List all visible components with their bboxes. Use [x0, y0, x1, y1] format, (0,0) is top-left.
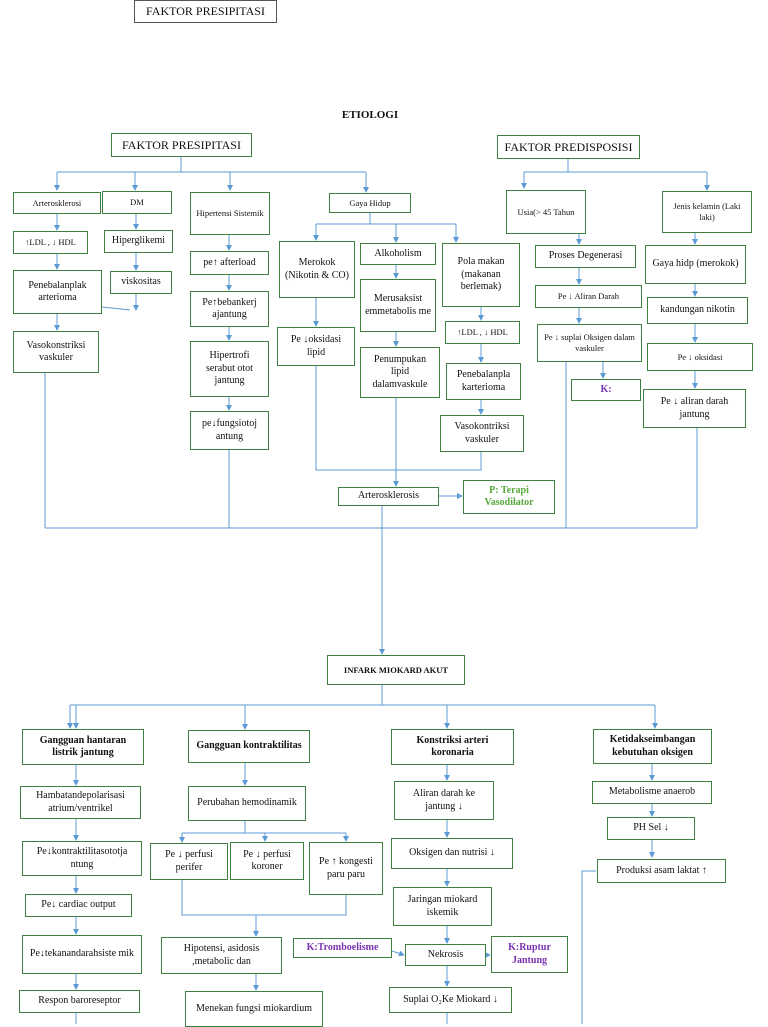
node-hipertensi: Hipertensi Sistemik	[190, 192, 270, 235]
node-gangguan-kontraktilitas: Gangguan kontraktilitas	[188, 730, 310, 763]
node-metabolisme-anaerob: Metabolisme anaerob	[592, 781, 712, 804]
node-terapi-vasodilator: P: Terapi Vasodilator	[463, 480, 555, 514]
node-aliran-darah-jantung: Aliran darah ke jantung ↓	[394, 781, 494, 820]
node-ruptur-jantung: K:Ruptur Jantung	[491, 936, 568, 973]
node-proses-degenerasi: Proses Degenerasi	[535, 245, 636, 268]
node-suplai-oksigen: Pe ↓ suplai Oksigen dalam vaskuler	[537, 324, 642, 362]
node-respon-baroreseptor: Respon baroreseptor	[19, 990, 140, 1013]
node-komplikasi-1: K:	[571, 379, 641, 401]
node-oksidasi-2: Pe ↓ oksidasi	[647, 343, 753, 371]
node-pola-makan: Pola makan (makanan berlemak)	[442, 243, 520, 307]
node-penebalan-1: Penebalanplak arterioma	[13, 270, 102, 314]
node-suplai-o2: Suplai O₂Ke Miokard ↓	[389, 987, 512, 1013]
node-tekanan-darah: Pe↓tekanandarahsiste mik	[22, 935, 142, 974]
etiologi-title: ETIOLOGI	[341, 109, 399, 121]
node-perubahan-hemodinamik: Perubahan hemodinamik	[188, 786, 306, 821]
top-label: FAKTOR PRESIPITASI	[134, 0, 277, 23]
node-jenis-kelamin: Jenis kelamin (Laki laki)	[662, 191, 752, 233]
node-fungsi-otot: pe↓fungsiotoj antung	[190, 411, 269, 450]
node-arterosklerosis: Arterosklerosis	[338, 487, 439, 506]
node-oksidasi-lipid: Pe ↓oksidasi lipid	[277, 327, 355, 366]
node-perfusi-koroner: Pe ↓ perfusi koroner	[230, 842, 304, 880]
node-faktor-predisposisi: FAKTOR PREDISPOSISI	[497, 135, 640, 159]
node-penumpukan-lipid: Penumpukan lipid dalamvaskule	[360, 347, 440, 398]
node-kontraktilitas-otot: Pe↓kontraktilitasototja ntung	[22, 841, 142, 876]
node-gaya-hidup-merokok: Gaya hidp (merokok)	[645, 245, 746, 284]
node-ldl-1: ↑LDL , ↓ HDL	[13, 231, 88, 254]
node-oksigen-nutrisi: Oksigen dan nutrisi ↓	[391, 838, 513, 869]
node-vasokonstriksi-1: Vasokonstriksi vaskuler	[13, 331, 99, 373]
node-ph-sel: PH Sel ↓	[607, 817, 695, 840]
node-usia: Usia(> 45 Tahun	[506, 190, 586, 234]
node-hipotensi-asidosis: Hipotensi, asidosis ,metabolic dan	[161, 937, 282, 974]
node-perfusi-perifer: Pe ↓ perfusi perifer	[150, 843, 228, 880]
node-faktor-presipitasi: FAKTOR PRESIPITASI	[111, 133, 252, 157]
node-kongesti-paru: Pe ↑ kongesti paru paru	[309, 842, 383, 895]
node-kandungan-nikotin: kandungan nikotin	[647, 297, 748, 324]
node-ldl-2: ↑LDL , ↓ HDL	[445, 321, 520, 344]
node-menekan-fungsi: Menekan fungsi miokardium	[185, 991, 323, 1027]
node-hiperglikemi: Hiperglikemi	[104, 230, 173, 253]
node-beban-kerja: Pe↑bebankerj ajantung	[190, 291, 269, 327]
node-tromboelisme: K:Tromboelisme	[293, 938, 392, 958]
node-aliran-darah-2: Pe ↓ aliran darah jantung	[643, 389, 746, 428]
node-merusak-sistem: Merusaksist emmetabolis me	[360, 279, 436, 332]
node-gaya-hidup: Gaya Hidup	[329, 193, 411, 213]
node-viskositas: viskositas	[110, 271, 172, 294]
node-hambatan-depolarisasi: Hambatandepolarisasi atrium/ventrikel	[20, 786, 141, 819]
node-aliran-darah-1: Pe ↓ Aliran Darah	[535, 285, 642, 308]
node-nekrosis: Nekrosis	[405, 944, 486, 966]
node-gangguan-hantaran: Gangguan hantaran listrik jantung	[22, 729, 144, 765]
node-ketidakseimbangan: Ketidakseimbangan kebutuhan oksigen	[593, 729, 712, 764]
node-produksi-laktat: Produksi asam laktat ↑	[597, 859, 726, 883]
node-hipertrofi: Hipertrofi serabut otot jantung	[190, 341, 269, 397]
node-infark-miokard-akut: INFARK MIOKARD AKUT	[327, 655, 465, 685]
node-afterload: pe↑ afterload	[190, 251, 269, 275]
node-arterosklerosi: Arterosklerosi	[13, 192, 101, 214]
node-konstriksi-arteri: Konstriksi arteri koronaria	[391, 729, 514, 765]
node-merokok: Merokok (Nikotin & CO)	[279, 241, 355, 298]
node-dm: DM	[102, 191, 172, 214]
node-jaringan-iskemik: Jaringan miokard iskemik	[393, 887, 492, 926]
node-alkoholism: Alkoholism	[360, 243, 436, 265]
node-penebalan-2: Penebalanpla karterioma	[446, 363, 521, 400]
node-cardiac-output: Pe↓ cardiac output	[25, 894, 132, 917]
node-vasokontriksi-2: Vasokontriksi vaskuler	[440, 415, 524, 452]
